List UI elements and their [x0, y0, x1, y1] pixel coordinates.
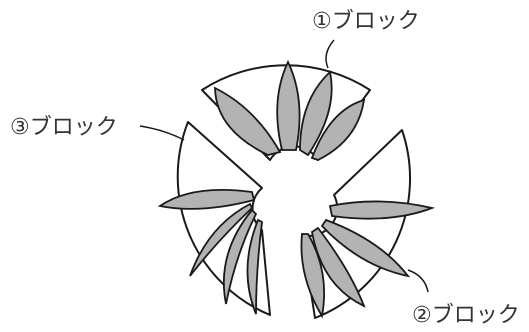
block-3-petals [157, 189, 263, 315]
block-3-petal [157, 189, 256, 210]
block-3-outline [176, 121, 271, 316]
block-3-label: ③ブロック [10, 115, 118, 140]
block-2-petals [300, 200, 436, 319]
block-1-petal [214, 86, 282, 156]
block-2-petal [300, 233, 325, 319]
block-1-petal [299, 70, 333, 157]
block-1-petal [276, 59, 301, 151]
block-2-label: ②ブロック [412, 303, 520, 328]
block-3-petal [246, 218, 263, 315]
block-2-petal [328, 200, 436, 220]
block-1-petals [214, 59, 366, 161]
block-2-leader-line [407, 269, 429, 293]
block-2-petal [320, 218, 411, 278]
block-3 [157, 121, 271, 316]
block-2 [300, 129, 436, 319]
block-1 [201, 59, 371, 161]
block-3-petal [222, 208, 258, 305]
block-1-leader-line [325, 39, 335, 69]
block-1-label: ①ブロック [312, 9, 420, 34]
block-1-petal [310, 98, 366, 161]
block-3-leader-line [139, 125, 185, 141]
block-3-petal [189, 202, 254, 277]
